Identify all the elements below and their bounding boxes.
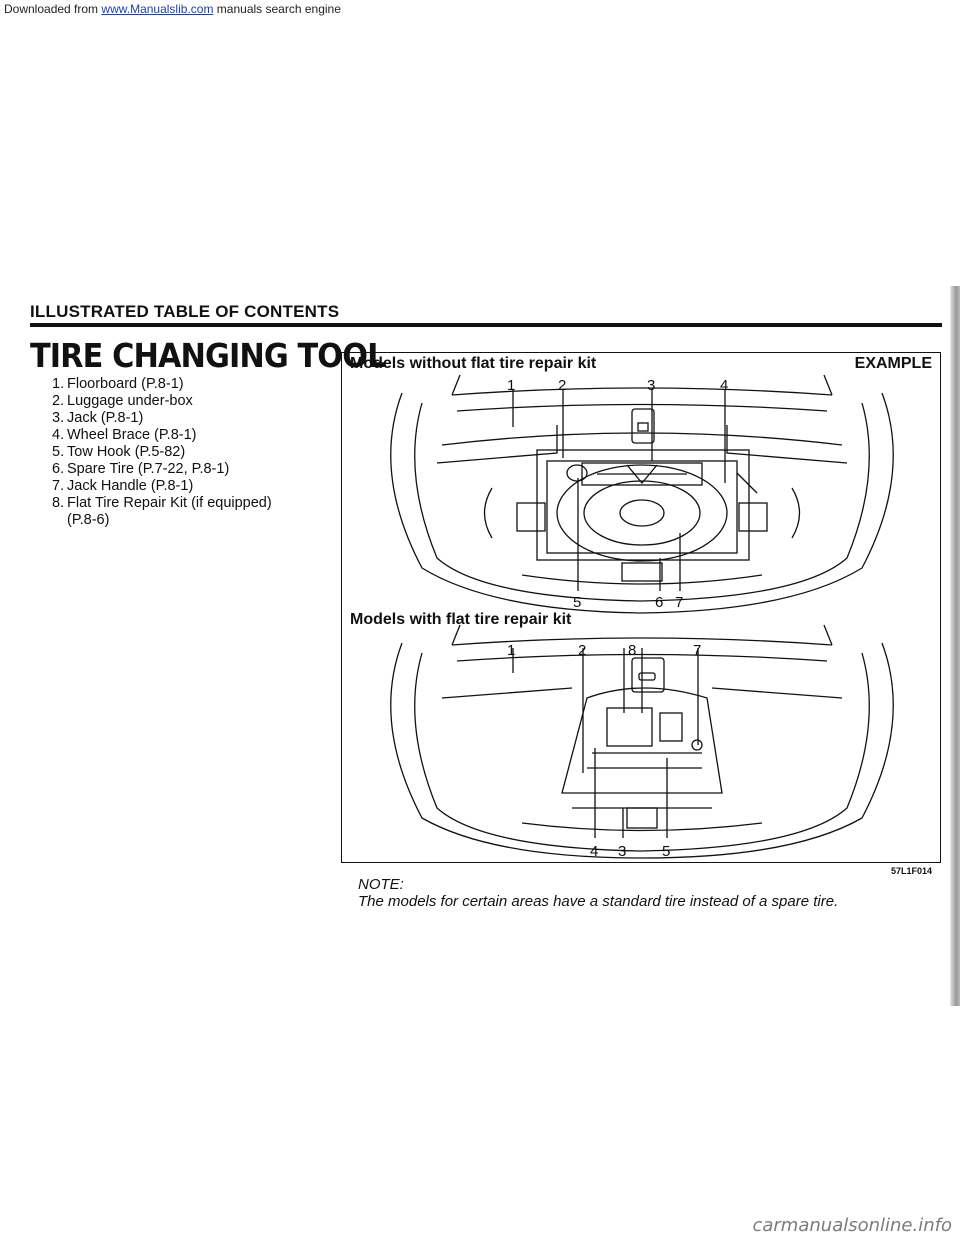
header-rule — [30, 323, 942, 327]
download-suffix: manuals search engine — [216, 2, 341, 16]
callout-bottom-4: 4 — [590, 843, 598, 860]
callout-bottom-1: 1 — [507, 642, 515, 659]
callout-top-4: 4 — [720, 377, 728, 394]
list-item: 7.Jack Handle (P.8-1) — [52, 478, 194, 494]
callout-bottom-2: 2 — [578, 642, 586, 659]
figure-top-label: Models without flat tire repair kit — [350, 355, 597, 372]
section-title: ILLUSTRATED TABLE OF CONTENTS — [30, 302, 340, 321]
callout-bottom-5: 5 — [662, 843, 670, 860]
footer-watermark: carmanualsonline.info — [752, 1215, 952, 1236]
download-prefix: Downloaded from — [4, 2, 99, 16]
callout-top-1: 1 — [507, 377, 515, 394]
page-edge-shadow — [950, 286, 960, 1006]
callout-bottom-3: 3 — [618, 843, 626, 860]
note-label: NOTE: — [358, 876, 404, 893]
trunk-line-drawing: 1 2 3 4 5 6 7 1 2 8 7 4 3 5 — [390, 374, 894, 860]
trunk-illustration-frame: Models without flat tire repair kit EXAM… — [341, 352, 941, 863]
note-text: The models for certain areas have a stan… — [358, 893, 839, 910]
download-header: Downloaded from www.Manualslib.com manua… — [4, 2, 341, 16]
callout-top-5: 5 — [573, 594, 581, 611]
callout-top-2: 2 — [558, 377, 566, 394]
list-item: 2.Luggage under-box — [52, 393, 193, 409]
callout-top-6: 6 — [655, 594, 663, 611]
figure-bottom-label: Models with flat tire repair kit — [350, 611, 572, 628]
callout-top-7: 7 — [675, 594, 683, 611]
tool-list: 1.Floorboard (P.8-1) 2.Luggage under-box… — [52, 376, 272, 529]
manualslib-link[interactable]: www.Manualslib.com — [101, 2, 214, 16]
example-label: EXAMPLE — [854, 355, 932, 372]
list-item: 6.Spare Tire (P.7-22, P.8-1) — [52, 461, 230, 477]
list-item: 3.Jack (P.8-1) — [52, 410, 144, 426]
callout-bottom-7: 7 — [693, 642, 701, 659]
page-title: TIRE CHANGING TOOL — [30, 336, 386, 375]
list-item: 1.Floorboard (P.8-1) — [52, 376, 184, 392]
list-item: 8.Flat Tire Repair Kit (if equipped)(P.8… — [52, 495, 272, 528]
list-item: 4.Wheel Brace (P.8-1) — [52, 427, 197, 443]
callout-bottom-8: 8 — [628, 642, 636, 659]
callout-top-3: 3 — [647, 377, 655, 394]
list-item: 5.Tow Hook (P.5-82) — [52, 444, 186, 460]
figure-code: 57L1F014 — [891, 866, 933, 876]
